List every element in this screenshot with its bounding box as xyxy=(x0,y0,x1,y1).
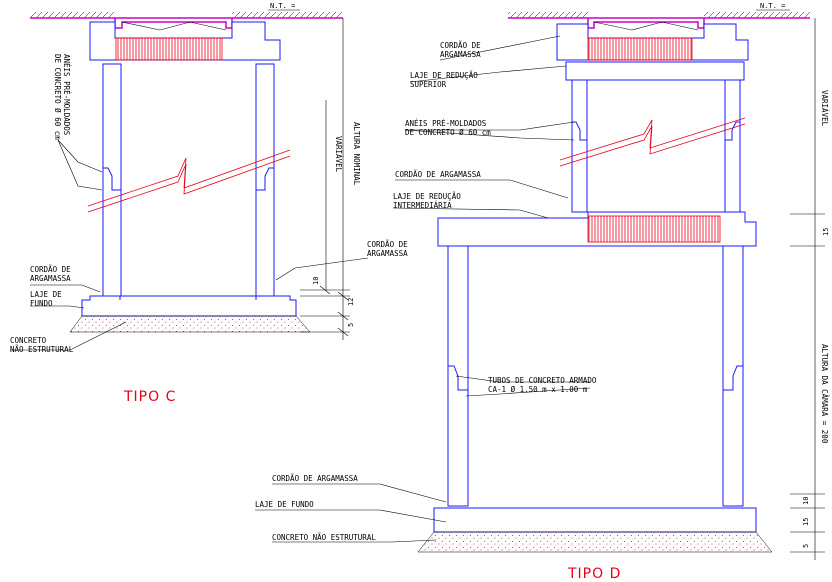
altura-camara-d: ALTURA DA CÂMARA = 200 xyxy=(820,344,829,444)
lean-concrete-d xyxy=(417,531,773,553)
cordao-right-c-2: ARGAMASSA xyxy=(367,249,408,258)
dim-d-15b: 15 xyxy=(802,518,810,526)
concreto-c-2: NÃO ESTRUTURAL xyxy=(10,345,74,354)
ring-joint-left xyxy=(103,167,121,191)
manhole-frame-d xyxy=(587,18,705,29)
brick-ring-mid xyxy=(587,215,721,243)
tubos-d-1: TUBOS DE CONCRETO ARMADO xyxy=(488,376,597,385)
cordao-bot-d: CORDÃO DE ARGAMASSA xyxy=(272,474,358,483)
brick-ring xyxy=(115,37,223,61)
dim-d-5: 5 xyxy=(802,544,810,548)
lean-concrete xyxy=(69,315,311,333)
aneis-label-c-2: DE CONCRETO Ø 60 cm xyxy=(53,54,62,140)
laje-int-d-1: LAJE DE REDUÇÃO xyxy=(393,192,461,201)
bottom-slab xyxy=(81,295,297,317)
ground-hatch-left xyxy=(30,12,115,18)
laje-c-1: LAJE DE xyxy=(30,290,62,299)
level-label-d: N.T. = xyxy=(760,2,785,10)
dim-c-12: 12 xyxy=(347,298,355,306)
laje-c-2: FUNDO xyxy=(30,299,53,308)
ground-hatch-left-d xyxy=(508,12,588,18)
tipo-c-title: TIPO C xyxy=(123,389,176,405)
aneis-label-c-1: ANÉIS PRÉ-MOLDADOS xyxy=(62,54,71,136)
dim-d-10: 10 xyxy=(802,497,810,505)
aneis-d-1: ANÉIS PRÉ-MOLDADOS xyxy=(405,119,487,128)
concreto-c-1: CONCRETO xyxy=(10,336,47,345)
aneis-d-2: DE CONCRETO Ø 60 cm xyxy=(405,128,491,137)
cordao-left-c-2: ARGAMASSA xyxy=(30,274,71,283)
tipo-d-section: N.T. = VARIÁVEL ALTURA DA CÂMARA = 200 1… xyxy=(255,2,830,582)
upper-left-wall xyxy=(571,79,588,213)
break-line-d xyxy=(559,117,746,161)
dim-d-15a: 15 xyxy=(822,228,830,236)
laje-superior xyxy=(565,61,745,81)
cordao-left-c-1: CORDÃO DE xyxy=(30,265,71,274)
laje-int-d-2: INTERMEDIÁRIA xyxy=(393,201,452,210)
altura-label-c-2: VARIÁVEL xyxy=(334,136,343,173)
brick-ring-d xyxy=(587,37,693,61)
dim-c-10: 10 xyxy=(312,277,320,285)
dim-c-5: 5 xyxy=(347,323,355,327)
cover-lid xyxy=(121,21,227,31)
bottom-slab-d xyxy=(433,507,757,533)
ground-hatch-right-d xyxy=(704,12,810,18)
cordao-top-d-1: CORDÃO DE xyxy=(440,41,481,50)
laje-fundo-d: LAJE DE FUNDO xyxy=(255,500,314,509)
manhole-frame xyxy=(114,18,233,29)
break-line-2 xyxy=(87,155,291,213)
cordao-right-c-1: CORDÃO DE xyxy=(367,240,408,249)
cordao-mid-d: CORDÃO DE ARGAMASSA xyxy=(395,170,481,179)
ground-hatch-right xyxy=(232,12,342,18)
concreto-d: CONCRETO NÃO ESTRUTURAL xyxy=(272,533,376,542)
upper-right-wall xyxy=(724,79,741,213)
ring-joint-right xyxy=(256,167,274,191)
tipo-d-title: TIPO D xyxy=(567,566,621,582)
laje-sup-d-2: SUPERIOR xyxy=(410,80,447,89)
variavel-d: VARIÁVEL xyxy=(820,90,829,127)
altura-label-c-1: ALTURA NOMINAL xyxy=(352,122,361,186)
level-label-c: N.T. = xyxy=(270,2,295,10)
laje-sup-d-1: LAJE DE REDUÇÃO xyxy=(410,71,478,80)
cordao-top-d-2: ARGAMASSA xyxy=(440,50,481,59)
break-line xyxy=(87,149,291,207)
tipo-c-section: N.T. = ANÉIS PRÉ-MOLDADOS DE CONCRETO Ø … xyxy=(10,2,408,405)
tubos-d-2: CA-1 Ø 1.50 m x 1.00 m xyxy=(488,385,588,394)
